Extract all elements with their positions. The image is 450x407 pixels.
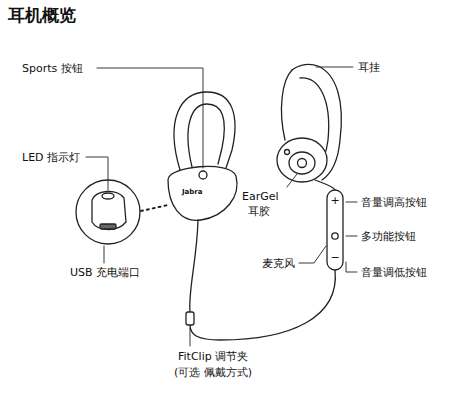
cable (315, 180, 335, 190)
part-label: 音量调低按钮 (361, 266, 427, 279)
leader-line (104, 246, 105, 263)
page-title: 耳机概览 (8, 5, 76, 25)
part-label: Sports 按钮 (22, 62, 83, 75)
earbud-body (168, 166, 237, 220)
part-label: FitClip 调节夹 (178, 350, 248, 363)
cable (190, 220, 198, 312)
ear-hook (188, 104, 224, 167)
leader-line (97, 68, 203, 168)
ear-hook (174, 92, 235, 170)
part-label: USB 充电端口 (70, 266, 140, 279)
leader-line (299, 246, 326, 263)
cable (190, 270, 335, 340)
usb-port (100, 224, 116, 229)
button-symbol: + (329, 194, 341, 207)
leader-line (190, 328, 191, 346)
leader-line (316, 67, 353, 68)
ear-gel-tip (298, 159, 307, 168)
sports-button (199, 171, 207, 179)
sensor-dot (285, 150, 290, 155)
dotted-pointer (141, 205, 168, 211)
fitclip (186, 312, 194, 325)
part-label: 耳挂 (358, 61, 380, 74)
button-symbol: − (329, 251, 341, 264)
part-label: 音量调高按钮 (361, 196, 427, 209)
earbud-body (277, 138, 327, 182)
part-label: 多功能按钮 (361, 230, 416, 243)
leader-line (346, 202, 357, 203)
ear-hook (281, 70, 292, 140)
leader-line (346, 236, 357, 237)
leader-line (346, 262, 357, 272)
part-label: 麦克风 (262, 257, 295, 270)
part-label: EarGel (242, 190, 279, 203)
ear-gel (289, 152, 315, 174)
multifunction-button (332, 233, 338, 239)
leader-line (86, 157, 108, 190)
inset-earbud (92, 191, 126, 229)
remote-control (327, 190, 343, 270)
led-light (102, 193, 114, 199)
leader-line (287, 174, 297, 187)
brand-logo: Jabra (182, 188, 203, 197)
part-note: (可选 佩戴方式) (174, 366, 252, 379)
part-label: 耳胶 (248, 205, 270, 218)
part-label: LED 指示灯 (22, 151, 80, 164)
